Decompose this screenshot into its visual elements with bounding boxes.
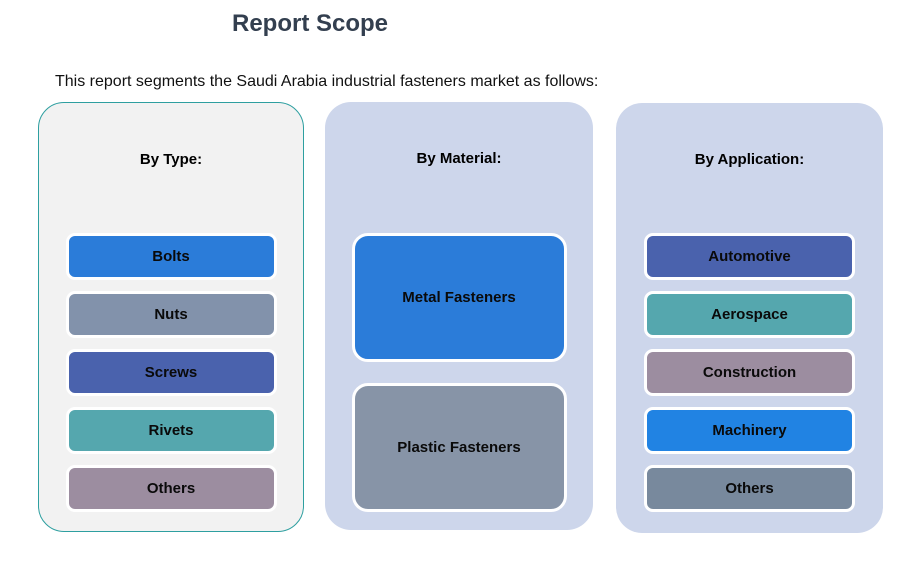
segment-box-label: Plastic Fasteners xyxy=(397,439,521,456)
segment-box-type-nuts: Nuts xyxy=(65,291,277,338)
segment-box-label: Automotive xyxy=(708,248,791,265)
segment-box-label: Nuts xyxy=(154,306,188,323)
segment-box-application-machinery: Machinery xyxy=(644,407,855,454)
segment-box-label: Bolts xyxy=(152,248,190,265)
segment-box-label: Machinery xyxy=(712,422,787,439)
page-title: Report Scope xyxy=(231,10,389,37)
segment-box-type-others: Others xyxy=(65,465,277,512)
segment-box-material-plastic-fasteners: Plastic Fasteners xyxy=(351,383,567,512)
segment-box-material-metal-fasteners: Metal Fasteners xyxy=(351,233,567,362)
subtitle: This report segments the Saudi Arabia in… xyxy=(55,73,599,90)
segment-box-label: Screws xyxy=(144,364,198,381)
segment-box-label: Metal Fasteners xyxy=(402,289,516,306)
segment-box-application-others: Others xyxy=(644,465,855,512)
segment-box-label: Rivets xyxy=(148,422,194,439)
panel-header-material: By Material: xyxy=(416,150,502,167)
segment-box-label: Construction xyxy=(702,364,797,381)
segment-box-application-aerospace: Aerospace xyxy=(644,291,855,338)
segment-box-type-screws: Screws xyxy=(65,349,277,396)
panel-header-type: By Type: xyxy=(139,151,203,168)
segment-box-label: Others xyxy=(146,480,196,497)
segment-box-application-automotive: Automotive xyxy=(644,233,855,280)
panel-header-application: By Application: xyxy=(694,151,805,168)
segment-box-label: Aerospace xyxy=(711,306,788,323)
segment-box-type-rivets: Rivets xyxy=(65,407,277,454)
segment-box-type-bolts: Bolts xyxy=(65,233,277,280)
segment-box-application-construction: Construction xyxy=(644,349,855,396)
segment-box-label: Others xyxy=(725,480,774,497)
